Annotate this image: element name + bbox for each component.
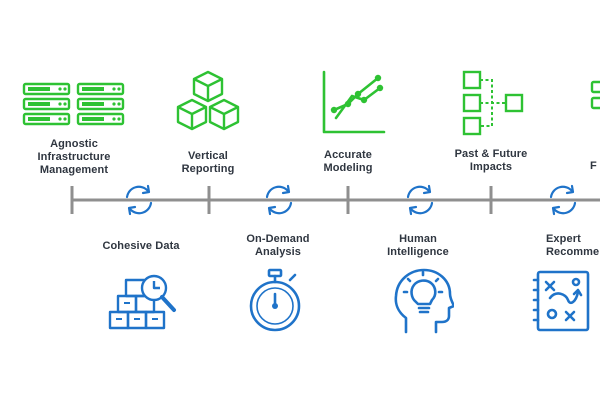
sync-icon — [549, 184, 577, 216]
step-label-accurate-modeling: Accurate Modeling — [323, 149, 373, 174]
step-label-human-intelligence: Human Intelligence — [387, 233, 449, 258]
step-label-cohesive-data: Cohesive Data — [102, 240, 180, 252]
step-label-expert-recommendation-text: Expert Recommendation — [546, 233, 600, 258]
server-rack-icon — [22, 82, 125, 126]
sync-icon — [265, 184, 293, 216]
step-label-past-future-impacts: Past & Future Impacts — [454, 148, 528, 173]
sync-icon — [125, 184, 153, 216]
flow-blocks-icon — [462, 70, 524, 136]
stopwatch-icon — [249, 268, 301, 332]
data-boxes-magnifier-icon — [108, 274, 176, 330]
step-label-vertical-reporting: Vertical Reporting — [181, 150, 235, 175]
head-lightbulb-icon — [394, 268, 454, 334]
stacked-cubes-icon — [176, 70, 240, 131]
sync-icon — [406, 184, 434, 216]
line-chart-icon — [322, 70, 386, 134]
step-label-on-demand-analysis: On-Demand Analysis — [246, 233, 310, 258]
step-label-agnostic-infrastructure-management: Agnostic Infrastructure Management — [37, 138, 111, 176]
step-label-expert-recommendation: Expert Recommendation — [506, 233, 600, 259]
strategy-board-icon — [532, 270, 590, 332]
server-rack-icon — [590, 80, 600, 110]
step-label-cropped: F — [590, 160, 597, 172]
